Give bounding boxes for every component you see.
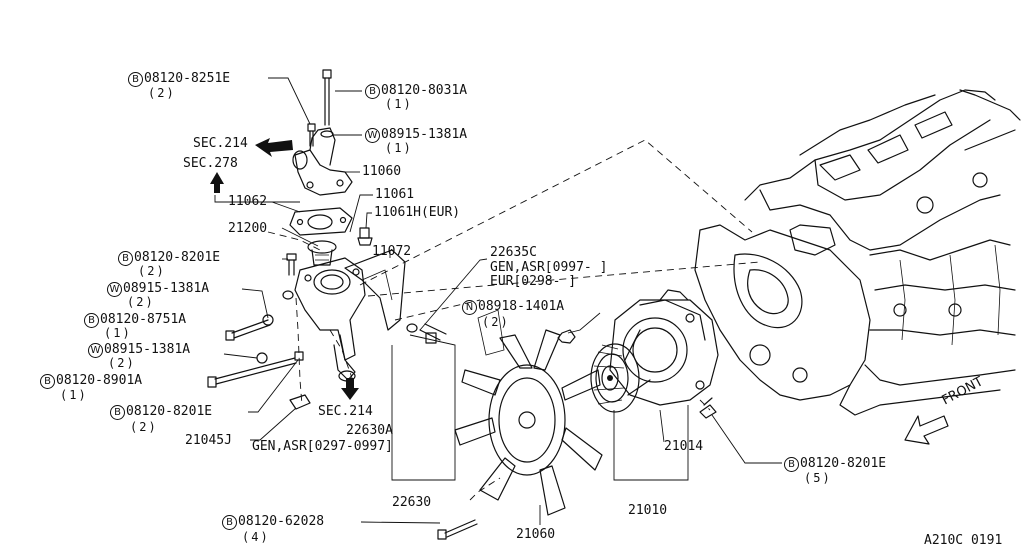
part-number: 08120-8251E: [144, 71, 231, 86]
qty-08120-62028: (4): [242, 530, 270, 544]
qty-08120-8901A: (1): [60, 388, 88, 402]
label-gen-asr-0297-0997: GEN,ASR[0297-0997]: [252, 439, 393, 454]
part-number: 08915-1381A: [123, 281, 210, 296]
bolt-prefix-icon: B: [784, 457, 799, 472]
label-22630[interactable]: 22630: [392, 495, 432, 510]
qty-08120-8201E-lower: (2): [130, 420, 158, 434]
bolt-prefix-icon: B: [222, 515, 237, 530]
label-sec-214-lower[interactable]: SEC.214: [318, 404, 373, 419]
label-11061[interactable]: 11061: [375, 187, 415, 202]
water-pump-drawing: [590, 289, 719, 413]
qty-08915-1381A-mid: (2): [127, 295, 155, 309]
label-sec-278[interactable]: SEC.278: [183, 156, 238, 171]
label-21010[interactable]: 21010: [628, 503, 668, 518]
label-11062[interactable]: 11062: [228, 194, 268, 209]
qty-08918-1401A: (2): [482, 315, 510, 329]
part-number: 08120-8201E: [134, 250, 221, 265]
qty-08915-1381A-top: (1): [385, 141, 413, 155]
bolt-prefix-icon: B: [365, 84, 380, 99]
part-number: 08915-1381A: [104, 342, 191, 357]
bolt-prefix-icon: B: [40, 374, 55, 389]
label-eur-0298: EUR[0298- ]: [490, 274, 577, 289]
part-number: 08120-62028: [238, 514, 325, 529]
bolt-prefix-icon: B: [118, 251, 133, 266]
label-21014[interactable]: 21014: [664, 439, 704, 454]
part-number: 08120-8201E: [126, 404, 213, 419]
fasteners-drawing: [207, 69, 717, 540]
part-number: 08918-1401A: [478, 299, 565, 314]
label-22635C[interactable]: 22635C: [490, 245, 537, 260]
qty-08120-8251E: (2): [148, 86, 176, 100]
part-number: 08120-8031A: [381, 83, 468, 98]
bolt-prefix-icon: B: [84, 313, 99, 328]
bolt-prefix-icon: B: [110, 405, 125, 420]
part-number: 08120-8201E: [800, 456, 887, 471]
label-sec-214-top[interactable]: SEC.214: [193, 136, 248, 151]
part-number: 08915-1381A: [381, 127, 468, 142]
label-21060[interactable]: 21060: [516, 527, 556, 542]
label-11061H-eur[interactable]: 11061H(EUR): [374, 205, 461, 220]
qty-08120-8201E-five: (5): [804, 471, 832, 485]
diagram-code: A210C 0191: [924, 533, 1003, 548]
engine-block-drawing: [694, 89, 1021, 416]
cooling-fan-drawing: [454, 329, 603, 516]
washer-prefix-icon: W: [107, 282, 122, 297]
qty-08915-1381A-low: (2): [108, 356, 136, 370]
label-gen-asr-0997: GEN,ASR[0997- ]: [490, 260, 608, 275]
direction-arrows: [210, 138, 949, 445]
label-21045J[interactable]: 21045J: [185, 433, 232, 448]
nut-prefix-icon: N: [462, 300, 477, 315]
belt-drawing: [477, 309, 505, 356]
washer-prefix-icon: W: [88, 343, 103, 358]
qty-08120-8201E-upper: (2): [138, 264, 166, 278]
label-11072[interactable]: 11072: [372, 244, 412, 259]
washer-prefix-icon: W: [365, 128, 380, 143]
qty-08120-8031A: (1): [385, 97, 413, 111]
label-21200[interactable]: 21200: [228, 221, 268, 236]
part-number: 08120-8751A: [100, 312, 187, 327]
qty-08120-8751A: (1): [104, 326, 132, 340]
leader-lines: [214, 77, 782, 525]
part-number: 08120-8901A: [56, 373, 143, 388]
label-22630A[interactable]: 22630A: [346, 423, 393, 438]
label-11060[interactable]: 11060: [362, 164, 402, 179]
bolt-prefix-icon: B: [128, 72, 143, 87]
